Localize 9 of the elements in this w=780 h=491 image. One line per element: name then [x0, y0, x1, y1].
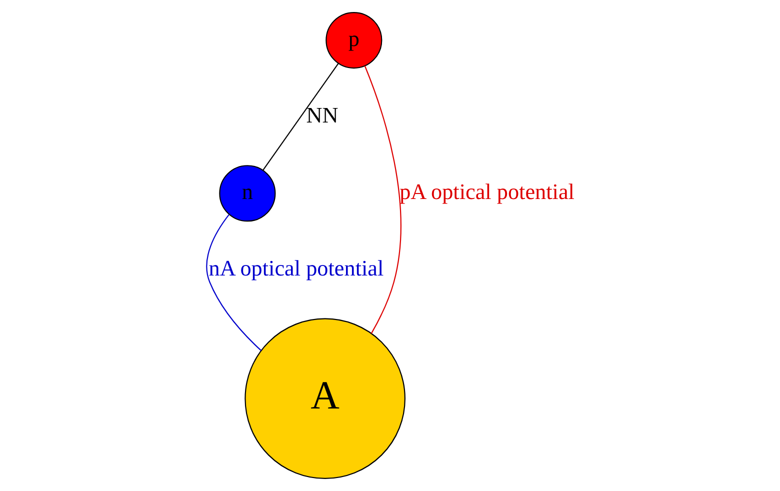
connector: [262, 63, 339, 171]
edge-label: nA optical potential: [208, 255, 384, 280]
edge-label: NN: [306, 102, 338, 128]
edge-label: pA optical potential: [400, 178, 574, 204]
node-circle: p: [326, 12, 382, 69]
connector: [364, 66, 402, 334]
node-circle: n: [219, 165, 276, 222]
connector: [206, 214, 262, 351]
node-circle: A: [244, 318, 406, 479]
